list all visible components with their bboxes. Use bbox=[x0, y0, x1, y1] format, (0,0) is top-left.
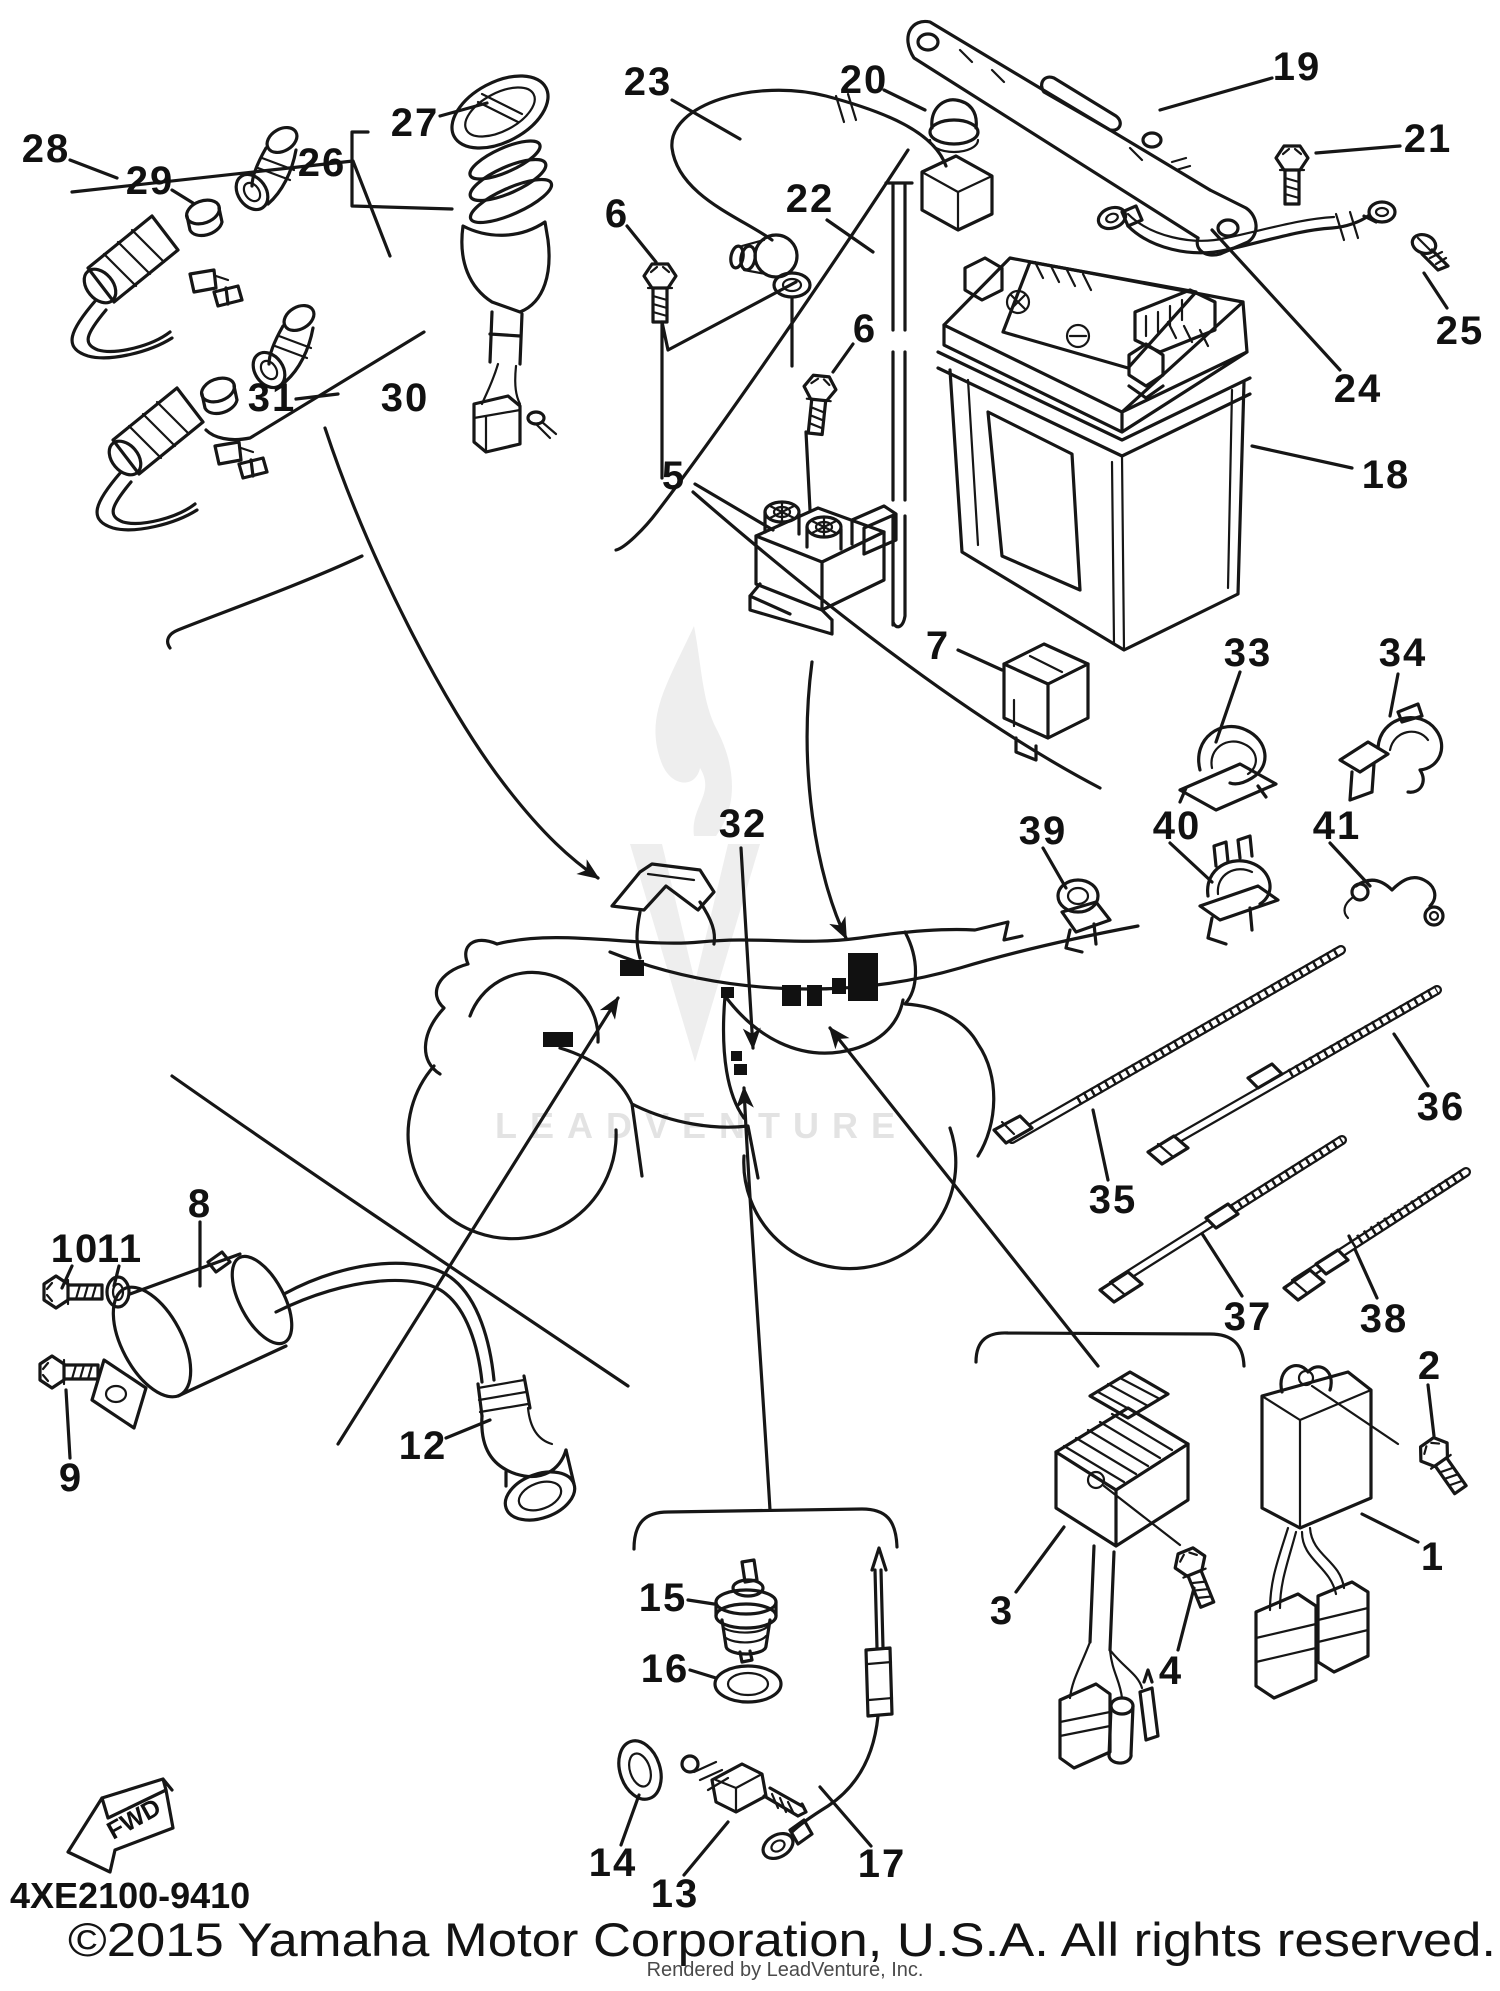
vehicle-location-sketch bbox=[406, 862, 1140, 1271]
part-label-20: 20 bbox=[840, 58, 889, 102]
thermo-switch-15 bbox=[714, 1558, 778, 1664]
part-label-11: 11 bbox=[97, 1227, 143, 1271]
battery-lead-23 bbox=[670, 88, 994, 299]
part-label-24: 24 bbox=[1334, 367, 1383, 411]
part-label-41: 41 bbox=[1313, 804, 1362, 848]
part-label-32: 32 bbox=[719, 802, 768, 846]
cable-tie-38 bbox=[1282, 1167, 1471, 1302]
terminal-cap-20 bbox=[928, 98, 980, 154]
fwd-arrow-icon: FWD bbox=[66, 1777, 175, 1874]
bolt-6b bbox=[797, 372, 839, 438]
part-label-38: 38 bbox=[1360, 1297, 1409, 1341]
part-label-14: 14 bbox=[589, 1841, 638, 1885]
elbow-boot-31 bbox=[251, 303, 316, 390]
part-label-13: 13 bbox=[651, 1872, 700, 1916]
nut-29 bbox=[184, 198, 224, 238]
part-label-27: 27 bbox=[391, 101, 440, 145]
part-label-28: 28 bbox=[22, 127, 71, 171]
part-label-10: 10 bbox=[51, 1227, 100, 1271]
part-label-40: 40 bbox=[1153, 804, 1202, 848]
spark-plug-13 bbox=[680, 1754, 808, 1818]
part-label-5: 5 bbox=[662, 454, 686, 498]
part-label-16: 16 bbox=[641, 1647, 690, 1691]
part-label-22: 22 bbox=[786, 177, 835, 221]
washer-14 bbox=[617, 1739, 663, 1801]
watermark-flame-icon bbox=[655, 626, 732, 836]
clamp-33 bbox=[1178, 724, 1278, 812]
rectifier-3 bbox=[1054, 1370, 1190, 1770]
bolt-2 bbox=[1412, 1431, 1476, 1501]
part-label-4: 4 bbox=[1159, 1649, 1183, 1693]
nut-31 bbox=[199, 376, 239, 416]
part-label-2: 2 bbox=[1418, 1344, 1442, 1388]
part-label-33: 33 bbox=[1224, 631, 1273, 675]
cdi-unit-1 bbox=[1254, 1364, 1400, 1700]
plug-cap-lead-28 bbox=[70, 214, 244, 360]
bolt-21 bbox=[1274, 144, 1310, 206]
part-label-1: 1 bbox=[1421, 1535, 1445, 1579]
part-label-18: 18 bbox=[1362, 453, 1411, 497]
part-label-15: 15 bbox=[639, 1576, 688, 1620]
part-label-12: 12 bbox=[399, 1424, 448, 1468]
part-label-7: 7 bbox=[926, 624, 950, 668]
part-label-25: 25 bbox=[1436, 309, 1485, 353]
cable-tie-37 bbox=[1098, 1135, 1347, 1304]
relay-7 bbox=[1002, 642, 1090, 762]
footer: 4XE2100-9410 ©2015 Yamaha Motor Corporat… bbox=[10, 1875, 1496, 1981]
part-label-6a: 6 bbox=[605, 192, 629, 236]
bolt-9 bbox=[38, 1354, 100, 1390]
battery-bracket-19 bbox=[906, 19, 1258, 257]
fwd-label: FWD bbox=[102, 1793, 165, 1845]
bolt-4 bbox=[1169, 1543, 1224, 1613]
lead-wire-17 bbox=[761, 1546, 894, 1861]
clamp-34 bbox=[1338, 702, 1444, 802]
part-label-36: 36 bbox=[1417, 1085, 1466, 1129]
negative-lead-24 bbox=[1096, 200, 1397, 255]
ignition-coil-8 bbox=[90, 1250, 496, 1430]
copyright-text: ©2015 Yamaha Motor Corporation, U.S.A. A… bbox=[68, 1913, 1496, 1966]
part-label-29: 29 bbox=[126, 159, 175, 203]
part-label-19: 19 bbox=[1273, 45, 1322, 89]
part-label-21: 21 bbox=[1404, 117, 1453, 161]
part-label-37: 37 bbox=[1224, 1295, 1273, 1339]
part-label-23: 23 bbox=[624, 60, 673, 104]
part-label-3: 3 bbox=[990, 1589, 1014, 1633]
part-label-39: 39 bbox=[1019, 809, 1068, 853]
part-label-6b: 6 bbox=[853, 307, 877, 351]
cable-tie-35 bbox=[992, 945, 1346, 1145]
wire-rod-22 bbox=[884, 181, 914, 629]
watermark-v-icon bbox=[630, 844, 760, 1062]
bolt-10 bbox=[42, 1274, 104, 1310]
plug-cap-12 bbox=[476, 1374, 577, 1522]
part-label-30: 30 bbox=[381, 376, 430, 420]
clamp-40 bbox=[1198, 834, 1280, 946]
starter-relay-5 bbox=[748, 500, 898, 636]
part-label-9: 9 bbox=[59, 1456, 83, 1500]
washer-11 bbox=[105, 1275, 131, 1309]
leader-lines bbox=[60, 76, 1449, 1877]
part-label-31: 31 bbox=[248, 376, 297, 420]
part-label-35: 35 bbox=[1089, 1178, 1138, 1222]
battery-18 bbox=[936, 256, 1252, 652]
cable-tie-36 bbox=[1146, 985, 1442, 1166]
lead-wire-41 bbox=[1343, 876, 1445, 927]
watermark-layer: LEADVENTURE bbox=[495, 626, 895, 1146]
clamp-39 bbox=[1056, 878, 1112, 954]
gasket-16 bbox=[713, 1664, 783, 1704]
part-label-8: 8 bbox=[188, 1182, 212, 1226]
part-label-26: 26 bbox=[298, 141, 347, 185]
screw-25 bbox=[1410, 232, 1450, 272]
part-label-34: 34 bbox=[1379, 631, 1428, 675]
main-switch-27 bbox=[450, 74, 558, 454]
diagram-code: 4XE2100-9410 bbox=[10, 1875, 250, 1916]
plug-cap-lead-30 bbox=[95, 386, 269, 532]
rendered-by-text: Rendered by LeadVenture, Inc. bbox=[647, 1959, 924, 1981]
bolt-6a bbox=[642, 262, 678, 324]
part-label-17: 17 bbox=[858, 1842, 907, 1886]
elbow-boot-26 bbox=[234, 125, 299, 212]
